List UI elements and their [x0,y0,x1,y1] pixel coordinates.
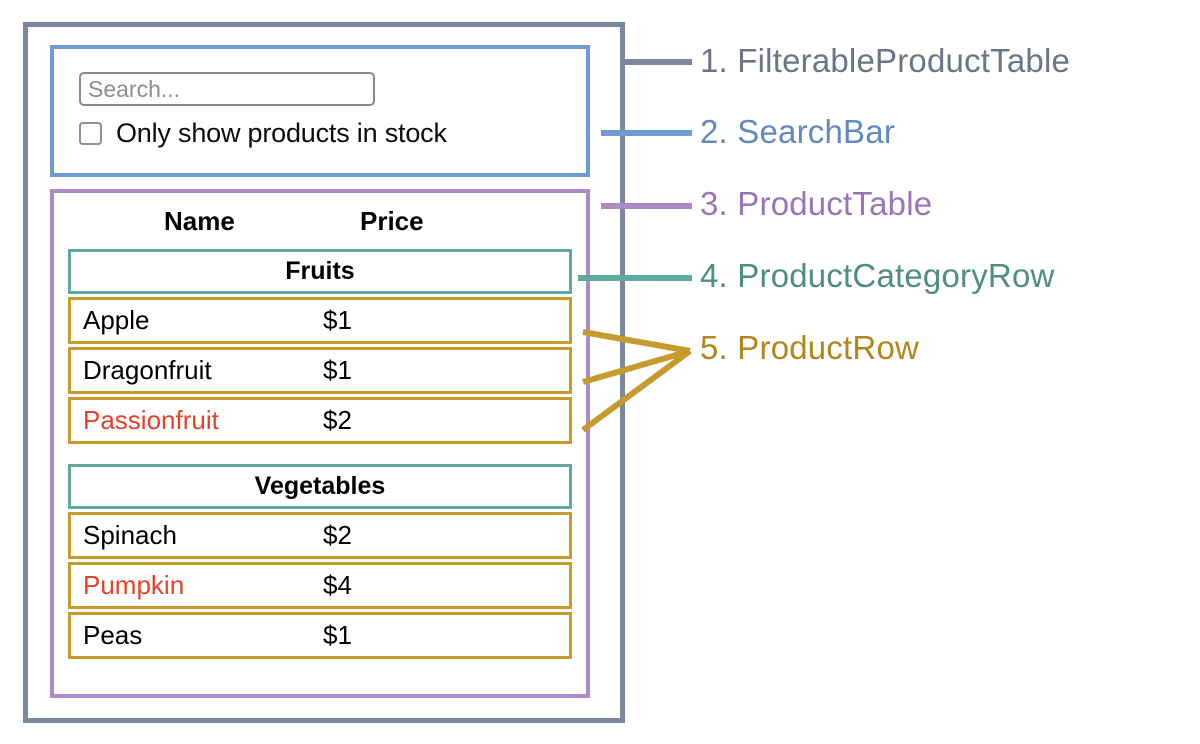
in-stock-filter-row[interactable]: Only show products in stock [79,118,447,149]
legend-item-filterable-product-table: 1. FilterableProductTable [700,42,1071,79]
in-stock-checkbox-label: Only show products in stock [116,118,447,148]
product-row[interactable]: Passionfruit $2 [68,397,572,444]
search-bar-frame: Only show products in stock [50,45,590,177]
legend-item-product-row: 5. ProductRow [700,329,920,366]
legend-item-product-table: 3. ProductTable [700,185,933,222]
product-category-row: Vegetables [68,464,572,509]
legend-item-search-bar: 2. SearchBar [700,113,896,150]
product-row[interactable]: Apple $1 [68,297,572,344]
product-price: $1 [323,355,352,385]
product-price: $1 [323,305,352,335]
column-header-price: Price [360,205,424,236]
table-header-row: Name Price [54,199,586,243]
product-rows-area: Fruits Apple $1 Dragonfruit $1 Passionfr… [68,249,572,662]
search-input[interactable] [79,72,375,106]
product-category-label: Fruits [285,257,355,285]
product-name: Peas [83,620,143,650]
product-price: $4 [323,570,352,600]
legend-item-product-category-row: 4. ProductCategoryRow [700,257,1055,294]
product-category-label: Vegetables [254,472,386,500]
product-row[interactable]: Pumpkin $4 [68,562,572,609]
column-header-name: Name [164,205,235,236]
group-separator [68,447,572,464]
product-row[interactable]: Peas $1 [68,612,572,659]
in-stock-checkbox[interactable] [79,122,102,145]
product-name: Dragonfruit [83,355,212,385]
product-price: $2 [323,405,352,435]
product-name: Pumpkin [83,570,185,600]
product-row[interactable]: Dragonfruit $1 [68,347,572,394]
filterable-product-table-frame: Only show products in stock Name Price F… [23,22,625,723]
product-row[interactable]: Spinach $2 [68,512,572,559]
product-name: Spinach [83,520,177,550]
product-table-frame: Name Price Fruits Apple $1 Dragonfruit $… [50,189,590,698]
product-name: Apple [83,305,150,335]
product-category-row: Fruits [68,249,572,294]
product-name: Passionfruit [83,405,219,435]
product-price: $2 [323,520,352,550]
product-price: $1 [323,620,352,650]
